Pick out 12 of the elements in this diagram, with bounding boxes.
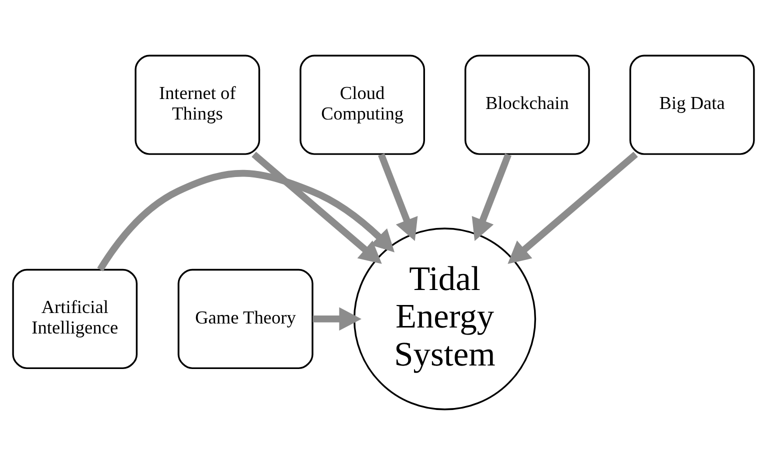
node-box: Game Theory	[178, 268, 314, 370]
node-box: Internet of Things	[134, 54, 260, 155]
arrow	[508, 152, 638, 264]
node-box: Blockchain	[464, 54, 590, 155]
arrow	[472, 153, 512, 242]
arrow	[252, 152, 382, 264]
node-box: Artificial Intelligence	[12, 268, 138, 370]
node-box: Cloud Computing	[300, 54, 425, 155]
node-box: Big Data	[629, 54, 755, 155]
arrow	[97, 170, 395, 272]
arrow	[312, 307, 362, 331]
arrow	[378, 153, 418, 242]
